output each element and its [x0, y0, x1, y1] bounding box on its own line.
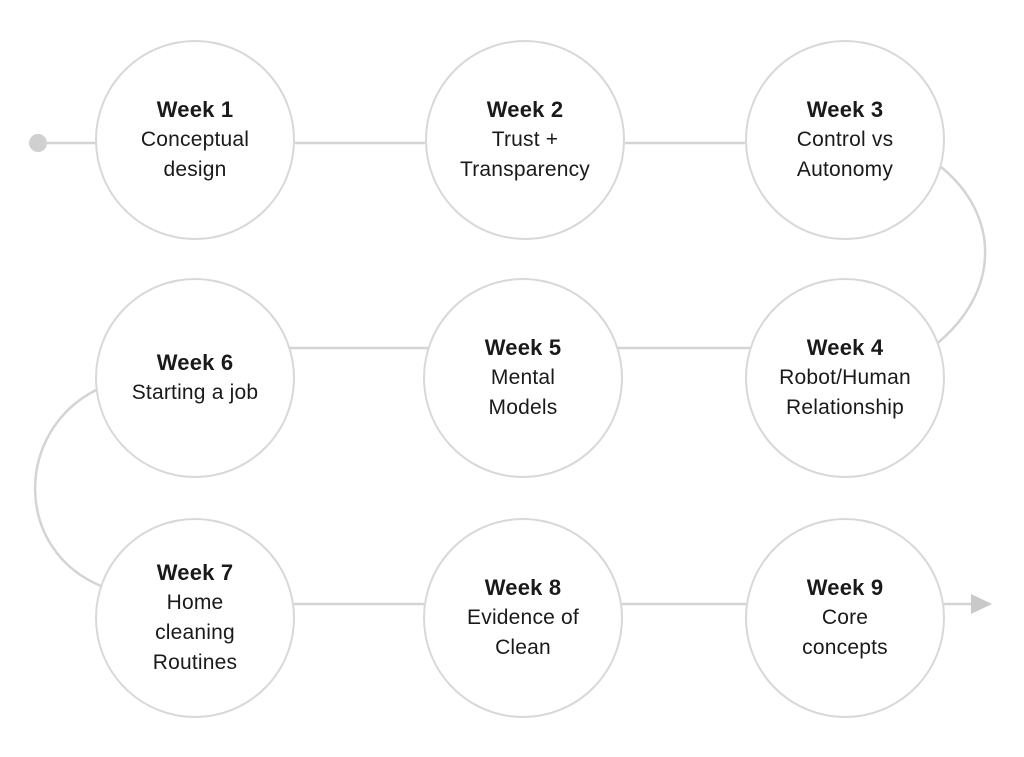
node-week-1: Week 1 Conceptual design — [95, 40, 295, 240]
curve-week6-week7 — [33, 388, 102, 588]
week-label: Week 9 — [806, 575, 884, 600]
week-title: Control vs Autonomy — [796, 128, 894, 181]
week-label: Week 1 — [156, 97, 234, 122]
week-label: Week 7 — [156, 560, 234, 585]
week-title: Conceptual design — [140, 128, 250, 181]
start-dot-icon — [29, 134, 47, 152]
week-title: Starting a job — [131, 381, 259, 404]
node-week-7: Week 7 Home cleaning Routines — [95, 518, 295, 718]
node-week-4: Week 4 Robot/Human Relationship — [745, 278, 945, 478]
node-week-5: Week 5 Mental Models — [423, 278, 623, 478]
node-week-6: Week 6 Starting a job — [95, 278, 295, 478]
week-title: Evidence of Clean — [467, 606, 579, 659]
curve-week3-week4 — [933, 166, 987, 347]
week-title: Trust + Transparency — [459, 128, 590, 181]
node-week-2: Week 2 Trust + Transparency — [425, 40, 625, 240]
week-label: Week 8 — [484, 575, 562, 600]
week-label: Week 3 — [806, 97, 884, 122]
node-week-9: Week 9 Core concepts — [745, 518, 945, 718]
week-title: Mental Models — [488, 366, 558, 419]
week-label: Week 4 — [806, 335, 884, 360]
week-label: Week 2 — [486, 97, 564, 122]
week-title: Home cleaning Routines — [152, 591, 238, 674]
week-title: Robot/Human Relationship — [779, 366, 911, 419]
week-label: Week 5 — [484, 335, 562, 360]
node-week-8: Week 8 Evidence of Clean — [423, 518, 623, 718]
node-week-3: Week 3 Control vs Autonomy — [745, 40, 945, 240]
arrow-right-icon — [971, 594, 992, 614]
week-title: Core concepts — [802, 606, 888, 659]
week-label: Week 6 — [156, 350, 234, 375]
